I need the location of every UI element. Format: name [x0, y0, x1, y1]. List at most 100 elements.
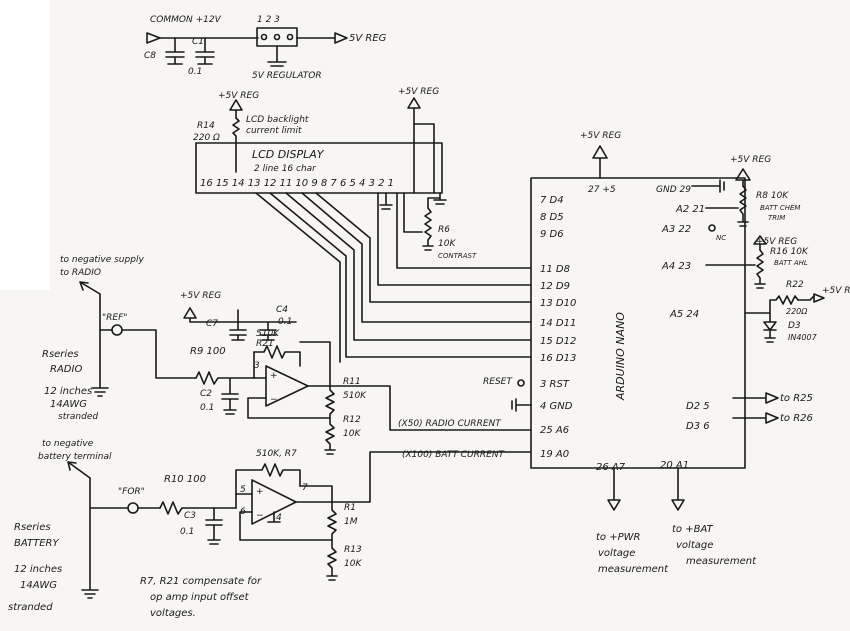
reset-label: RESET: [483, 377, 513, 387]
r6-potentiometer: [422, 207, 434, 251]
to-r25-label: to R25: [780, 393, 813, 404]
nano-bottom-pin-0: 26 A7: [596, 462, 626, 473]
battery-opamp-inputs: [235, 493, 333, 541]
nano-left-pin-11: 25 A6: [540, 425, 569, 436]
r16-potentiometer: [754, 249, 766, 289]
nano-right-pin-5: D3 6: [686, 421, 710, 432]
nano-gnd29-ground: [691, 179, 725, 193]
pwr-label-1: to +PWR: [596, 532, 640, 543]
radio-opamp-inputs: [247, 377, 331, 419]
lcd-title: LCD DISPLAY: [252, 148, 325, 161]
battery-signal-label: (X100) BATT CURRENT: [402, 450, 506, 460]
arduino-nano: +5V REG 27 +5 GND 29 7 D4 8 D5 9 D6 11 D…: [483, 131, 746, 473]
a1-output-arrow: [671, 467, 685, 511]
battery-opamp-pin5: 5: [240, 485, 246, 495]
output-arrow: [334, 32, 348, 44]
backlight-note-2: current limit: [246, 126, 302, 136]
r8-label: R8 10K: [756, 191, 789, 201]
battery-opamp-minus: −: [256, 511, 264, 521]
nano-left-pin-3: 11 D8: [540, 264, 570, 275]
r7-resistor: [235, 463, 301, 495]
offset-note-2: op amp input offset: [150, 592, 250, 603]
common-12v-label: COMMON +12V: [150, 15, 222, 25]
radio-supply-wire: [183, 307, 297, 323]
nano-left-pin-5: 13 D10: [540, 298, 576, 309]
battery-wire-3: stranded: [8, 602, 53, 613]
r11-label: R11: [343, 377, 361, 387]
battery-signal-wire: [331, 451, 531, 503]
c3-capacitor: [205, 507, 223, 545]
d3-part: IN4007: [788, 333, 818, 342]
nano-supply-label: +5V REG: [580, 131, 621, 141]
backlight-note-1: LCD backlight: [246, 115, 309, 125]
lcd-subtitle: 2 line 16 char: [254, 164, 317, 174]
lcd-supply-right: +5V REG: [398, 87, 439, 97]
c2-capacitor: [221, 377, 239, 415]
c4-value: 0.1: [278, 317, 292, 327]
r8-potentiometer: [737, 185, 749, 227]
battery-neg-note-1: to negative: [42, 439, 94, 449]
paper-margin: [0, 0, 50, 290]
radio-ref-label: "REF": [102, 313, 127, 323]
c7-capacitor: [229, 309, 247, 341]
input-arrow: [146, 32, 161, 44]
nano-right-pin-4: D2 5: [686, 401, 710, 412]
lcd-pin1-ground: [433, 192, 447, 205]
r6-value: 10K: [438, 239, 456, 249]
r16-supply-arrow: [753, 235, 767, 251]
nano-body: [530, 177, 746, 469]
nano-left-pin-4: 12 D9: [540, 281, 570, 292]
c3-value: 0.1: [180, 527, 194, 537]
r8-note-1: BATT CHEM: [760, 204, 800, 212]
nano-left-pin-8: 16 D13: [540, 353, 576, 364]
r21-label: R21: [256, 339, 274, 349]
bat-label-3: measurement: [686, 556, 757, 567]
r1-r13-divider: [326, 501, 338, 581]
regulator-body: [256, 27, 298, 47]
c4-capacitor: [259, 321, 277, 341]
r9-resistor: [195, 371, 255, 385]
c8-capacitor: [165, 37, 185, 65]
battery-rseries: Rseries: [14, 522, 51, 533]
radio-amp-section: to negative supply to RADIO "REF" Rserie…: [42, 255, 531, 455]
nano-name: ARDUINO NANO: [614, 312, 627, 401]
battery-wire-2: 14AWG: [20, 580, 57, 591]
battery-opamp-output: [295, 485, 333, 503]
r11-value: 510K: [343, 391, 367, 401]
radio-opamp-output: [299, 341, 331, 387]
nano-left-pin-9: 3 RST: [540, 379, 570, 390]
c1-value: 0.1: [188, 67, 202, 77]
c2-value: 0.1: [200, 403, 214, 413]
radio-wire-1: 12 inches: [44, 386, 92, 397]
nano-left-pin-1: 8 D5: [540, 212, 564, 223]
r21-resistor: [253, 345, 301, 367]
to-r26-label: to R26: [780, 413, 813, 424]
nano-pin-gnd29: GND 29: [656, 185, 691, 195]
contrast-wiper-wire: [403, 192, 423, 233]
r1-value: 1M: [344, 517, 358, 527]
radio-neg-note-2: to RADIO: [60, 268, 101, 278]
nano-right-pin-1: A3 22: [661, 224, 691, 235]
radio-opamp-pin3: 3: [254, 361, 260, 371]
battery-opamp-pin4: 4: [276, 513, 282, 523]
lcd-bus-wires: [255, 192, 531, 363]
r6-label: R6: [438, 225, 450, 235]
r22-supply-arrow: [813, 293, 825, 303]
nano-right-pin-3: A5 24: [669, 309, 699, 320]
lcd-pin5-ground: [379, 192, 393, 210]
r6-top-wire: [427, 197, 441, 209]
c3-label: C3: [184, 511, 196, 521]
lcd-supply-right-arrow: [407, 97, 421, 109]
r16-note: BATT AHL: [774, 259, 808, 267]
lcd-supply-arrow: [229, 99, 243, 119]
d3-label: D3: [788, 321, 801, 331]
d3-diode: [763, 312, 777, 343]
r16-supply-label: +5V REG: [756, 237, 797, 247]
r9-label: R9 100: [190, 346, 226, 357]
nano-left-pin-10: 4 GND: [540, 401, 573, 412]
wire-d13: [269, 192, 531, 358]
regulator-section: COMMON +12V 1 2 3 5V REG 5V REGULATOR C8…: [144, 15, 387, 81]
radio-neg-note-1: to negative supply: [60, 255, 144, 265]
